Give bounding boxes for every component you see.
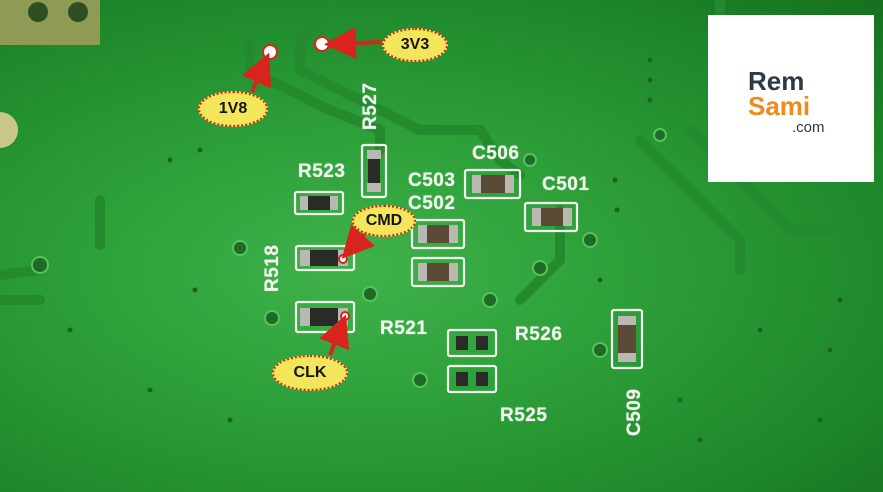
- label-c506: C506: [472, 143, 520, 164]
- smd-components: [300, 150, 636, 386]
- remsami-logo: Rem Sami .com: [708, 15, 874, 182]
- label-r518: R518: [262, 244, 283, 292]
- label-c509: C509: [624, 388, 645, 436]
- callout-clk: CLK: [272, 355, 348, 391]
- label-c503: C503: [408, 170, 456, 191]
- callout-cmd: CMD: [352, 205, 416, 237]
- component-outlines: [293, 143, 644, 394]
- callout-3v3: 3V3: [382, 28, 448, 62]
- callout-arrows: [241, 27, 383, 356]
- label-r521: R521: [380, 318, 428, 339]
- label-r525: R525: [500, 405, 548, 426]
- label-c502: C502: [408, 193, 456, 214]
- pad-left-edge: [0, 112, 18, 148]
- via-dots: [67, 57, 843, 443]
- label-r527: R527: [360, 82, 381, 130]
- logo-text-rem: Rem: [748, 66, 805, 96]
- label-r526: R526: [515, 324, 563, 345]
- logo-text-sami: Sami: [748, 91, 811, 121]
- callout-1v8: 1V8: [198, 91, 268, 127]
- vias: [31, 128, 667, 388]
- label-c501: C501: [542, 174, 590, 195]
- label-r523: R523: [298, 161, 346, 182]
- logo-text-com: .com: [792, 119, 825, 136]
